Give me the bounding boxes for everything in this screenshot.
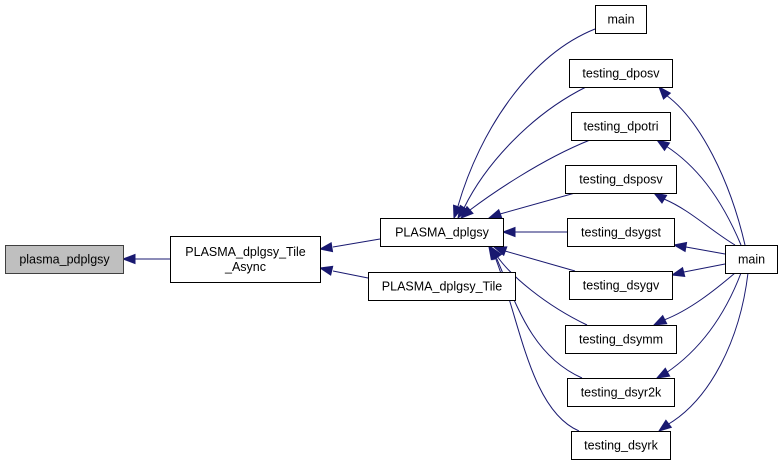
arrowhead-icon bbox=[459, 205, 474, 219]
arrowhead-icon bbox=[657, 419, 673, 432]
edge-line bbox=[332, 238, 381, 248]
edge-main_right-to-testing_dsposv bbox=[652, 192, 736, 246]
edge-line bbox=[663, 198, 736, 246]
edge-main_right-to-testing_dpotri bbox=[655, 139, 742, 246]
arrowhead-icon bbox=[658, 85, 672, 100]
node-testing_dsposv[interactable]: testing_dsposv bbox=[565, 165, 677, 194]
node-box bbox=[5, 245, 124, 274]
node-PLASMA_dplgsy_Tile_Async[interactable]: PLASMA_dplgsy_Tile_Async bbox=[170, 236, 321, 283]
arrowhead-icon bbox=[487, 208, 503, 219]
edge-main_right-to-testing_dposv bbox=[658, 85, 746, 246]
node-box bbox=[567, 218, 675, 247]
node-label: PLASMA_dplgsy_Tile bbox=[185, 245, 305, 259]
node-plasma_pdplgsy: plasma_pdplgsy bbox=[5, 245, 124, 274]
node-box bbox=[569, 59, 673, 88]
edge-line bbox=[499, 192, 576, 215]
edge-testing_dpotri-to-PLASMA_dplgsy bbox=[459, 139, 591, 219]
node-PLASMA_dplgsy_Tile[interactable]: PLASMA_dplgsy_Tile bbox=[368, 272, 516, 301]
node-testing_dsyr2k[interactable]: testing_dsyr2k bbox=[567, 378, 675, 407]
node-box bbox=[567, 378, 675, 407]
node-label: testing_dsymm bbox=[579, 333, 663, 347]
edge-main_right-to-testing_dsygst bbox=[672, 241, 726, 255]
node-testing_dsyrk[interactable]: testing_dsyrk bbox=[571, 431, 671, 460]
edge-testing_dsyr2k-to-PLASMA_dplgsy bbox=[489, 245, 583, 379]
node-label: main bbox=[738, 253, 765, 267]
node-label: PLASMA_dplgsy bbox=[395, 226, 490, 240]
edge-testing_dsygv-to-PLASMA_dplgsy bbox=[492, 246, 576, 272]
nodes-layer: plasma_pdplgsyPLASMA_dplgsy_Tile_AsyncPL… bbox=[5, 5, 778, 460]
edge-line bbox=[463, 86, 587, 209]
node-box bbox=[571, 112, 671, 141]
edge-line bbox=[665, 145, 742, 246]
arrowhead-icon bbox=[655, 367, 671, 379]
node-PLASMA_dplgsy[interactable]: PLASMA_dplgsy bbox=[380, 218, 504, 247]
arrowhead-icon bbox=[501, 226, 516, 238]
edge-line bbox=[504, 250, 576, 272]
arrowhead-icon bbox=[672, 241, 688, 253]
node-label: testing_dsposv bbox=[579, 173, 663, 187]
edge-main_right-to-testing_dsygv bbox=[670, 263, 726, 278]
edge-line bbox=[457, 28, 596, 207]
node-label: PLASMA_dplgsy_Tile bbox=[382, 280, 502, 294]
node-box bbox=[571, 431, 671, 460]
edge-line bbox=[469, 139, 591, 211]
arrowhead-icon bbox=[488, 245, 500, 261]
edge-PLASMA_dplgsy_Tile_Async-to-plasma_pdplgsy bbox=[121, 253, 170, 265]
node-box bbox=[565, 165, 677, 194]
arrowhead-icon bbox=[652, 314, 668, 326]
edge-testing_dsposv-to-PLASMA_dplgsy bbox=[487, 192, 576, 219]
edge-line bbox=[666, 272, 749, 426]
edge-testing_dposv-to-PLASMA_dplgsy bbox=[457, 86, 587, 220]
edges-layer bbox=[121, 28, 749, 432]
edge-main_right-to-testing_dsyr2k bbox=[655, 272, 742, 379]
arrowhead-icon bbox=[318, 265, 334, 276]
node-testing_dpotri[interactable]: testing_dpotri bbox=[571, 112, 671, 141]
edge-line bbox=[683, 263, 726, 273]
node-box bbox=[595, 5, 647, 34]
arrowhead-icon bbox=[652, 192, 668, 204]
edge-testing_dsygst-to-PLASMA_dplgsy bbox=[501, 226, 567, 238]
arrowhead-icon bbox=[655, 139, 671, 152]
node-label: testing_dsygv bbox=[583, 279, 660, 293]
node-label: testing_dpotri bbox=[583, 120, 658, 134]
edge-line bbox=[496, 255, 588, 326]
node-box bbox=[368, 272, 516, 301]
node-box bbox=[565, 325, 677, 354]
node-box bbox=[170, 236, 321, 283]
edge-main_right-to-testing_dsymm bbox=[652, 272, 736, 326]
node-label: _Async bbox=[224, 260, 266, 274]
node-box bbox=[569, 271, 673, 300]
edge-line bbox=[665, 94, 746, 246]
node-label: testing_dsyrk bbox=[584, 439, 658, 453]
arrowhead-icon bbox=[318, 241, 334, 253]
arrowhead-icon bbox=[670, 266, 686, 278]
node-main_top[interactable]: main bbox=[595, 5, 647, 34]
node-box bbox=[725, 245, 778, 274]
node-label: testing_dposv bbox=[582, 67, 660, 81]
node-testing_dposv[interactable]: testing_dposv bbox=[569, 59, 673, 88]
edge-main_right-to-testing_dsyrk bbox=[657, 272, 749, 432]
node-label: main bbox=[607, 13, 634, 27]
node-box bbox=[380, 218, 504, 247]
node-label: testing_dsygst bbox=[581, 226, 661, 240]
edge-line bbox=[665, 272, 742, 374]
node-testing_dsymm[interactable]: testing_dsymm bbox=[565, 325, 677, 354]
edge-line bbox=[332, 270, 369, 279]
node-testing_dsygv[interactable]: testing_dsygv bbox=[569, 271, 673, 300]
edge-PLASMA_dplgsy_Tile-to-PLASMA_dplgsy_Tile_Async bbox=[318, 265, 369, 279]
node-label: plasma_pdplgsy bbox=[19, 253, 110, 267]
node-main_right[interactable]: main bbox=[725, 245, 778, 274]
node-testing_dsygst[interactable]: testing_dsygst bbox=[567, 218, 675, 247]
edge-line bbox=[685, 246, 726, 255]
node-label: testing_dsyr2k bbox=[581, 386, 662, 400]
arrowhead-icon bbox=[121, 253, 136, 265]
edge-line bbox=[663, 272, 736, 321]
edge-PLASMA_dplgsy-to-PLASMA_dplgsy_Tile_Async bbox=[318, 238, 381, 253]
